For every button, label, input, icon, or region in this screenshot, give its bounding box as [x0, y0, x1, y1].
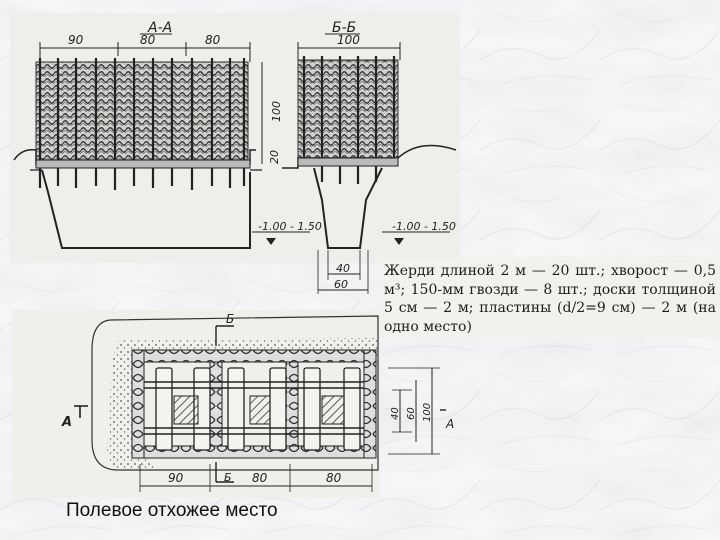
plan-dim-right-1: 40 [390, 407, 401, 420]
bb-dim-top: 100 [337, 33, 360, 47]
aa-level: -1.00 - 1.50 [258, 220, 322, 233]
plan-cut-b-bottom: Б [224, 471, 232, 484]
section-a-a: А-А 90 80 80 100 20 -1.0 [13, 20, 322, 249]
aa-dim-2: 80 [140, 33, 156, 47]
plan-dim-bottom-3: 80 [326, 471, 342, 485]
section-a-a-title: А-А [147, 20, 172, 36]
aa-dim-3: 80 [205, 33, 221, 47]
section-b-b: Б-Б 100 40 60 -1.00 - 1.50 [282, 20, 457, 294]
slide-caption: Полевое отхожее место [66, 500, 278, 521]
plan-dim-bottom-2: 80 [252, 471, 268, 485]
plan-cut-a-left: А [61, 415, 72, 430]
plan-dim-bottom-1: 90 [168, 471, 184, 485]
aa-dim-height-1: 100 [270, 101, 283, 122]
plan-dim-right-2: 60 [406, 407, 417, 420]
bb-dim-bottom-outer: 60 [334, 278, 348, 291]
aa-dim-height-2: 20 [268, 150, 281, 164]
bb-level: -1.00 - 1.50 [392, 220, 456, 233]
bb-dim-bottom-inner: 40 [336, 262, 350, 275]
materials-note: Жерди длиной 2 м — 20 шт.; хворост — 0,5… [384, 263, 716, 335]
aa-dim-1: 90 [68, 33, 84, 47]
plan-cut-a-right: А [445, 417, 454, 431]
section-b-b-title: Б-Б [332, 20, 356, 36]
plan-dim-right-3: 100 [422, 403, 433, 422]
plan-cut-b-top: Б [226, 312, 234, 326]
materials-note-panel [378, 258, 720, 338]
plan-view: Б Б А А 90 80 80 40 60 100 [61, 312, 454, 492]
